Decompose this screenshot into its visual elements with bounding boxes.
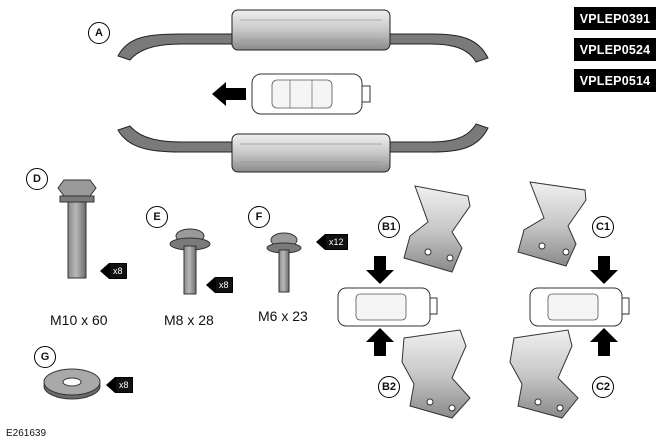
qty-tag-e: x8 [206,277,233,293]
pointer-icon [106,377,115,393]
callout-d: D [26,168,48,190]
diagram-code-3: VPLEP0514 [574,69,656,92]
qty-g-text: x8 [115,377,133,393]
callout-e: E [146,206,168,228]
callout-b2: B2 [378,376,400,398]
callout-c2: C2 [592,376,614,398]
side-step-bottom [117,123,489,173]
qty-tag-f: x12 [316,234,348,250]
pointer-icon [206,277,215,293]
bolt-m6x23 [266,232,302,293]
callout-c1: C1 [592,216,614,238]
bracket-c1 [517,181,587,267]
vehicle-view-c [529,287,630,327]
callout-g: G [34,346,56,368]
side-step-top [117,9,489,63]
bracket-c2 [509,329,579,419]
diagram-code-1: VPLEP0391 [574,7,656,30]
pointer-icon [316,234,325,250]
figure-reference: E261639 [6,428,47,439]
arrow-up-b [366,328,394,356]
qty-d-text: x8 [109,263,127,279]
callout-b1: B1 [378,216,400,238]
qty-tag-d: x8 [100,263,127,279]
arrow-down-b [366,256,394,284]
bracket-b2 [401,329,471,419]
vehicle-top-view [251,73,371,115]
bolt-m10x60 [57,179,97,279]
arrow-up-c [590,328,618,356]
qty-tag-g: x8 [106,377,133,393]
size-label-e: M8 x 28 [164,312,214,328]
bracket-b1 [403,185,471,273]
direction-arrow [212,82,246,106]
washer [43,368,101,400]
diagram-code-2: VPLEP0524 [574,38,656,61]
arrow-down-c [590,256,618,284]
size-label-d: M10 x 60 [50,312,108,328]
callout-a: A [88,22,110,44]
qty-f-text: x12 [325,234,348,250]
callout-f: F [248,206,270,228]
vehicle-view-b [337,287,438,327]
pointer-icon [100,263,109,279]
size-label-f: M6 x 23 [258,308,308,324]
bolt-m8x28 [169,228,211,295]
qty-e-text: x8 [215,277,233,293]
